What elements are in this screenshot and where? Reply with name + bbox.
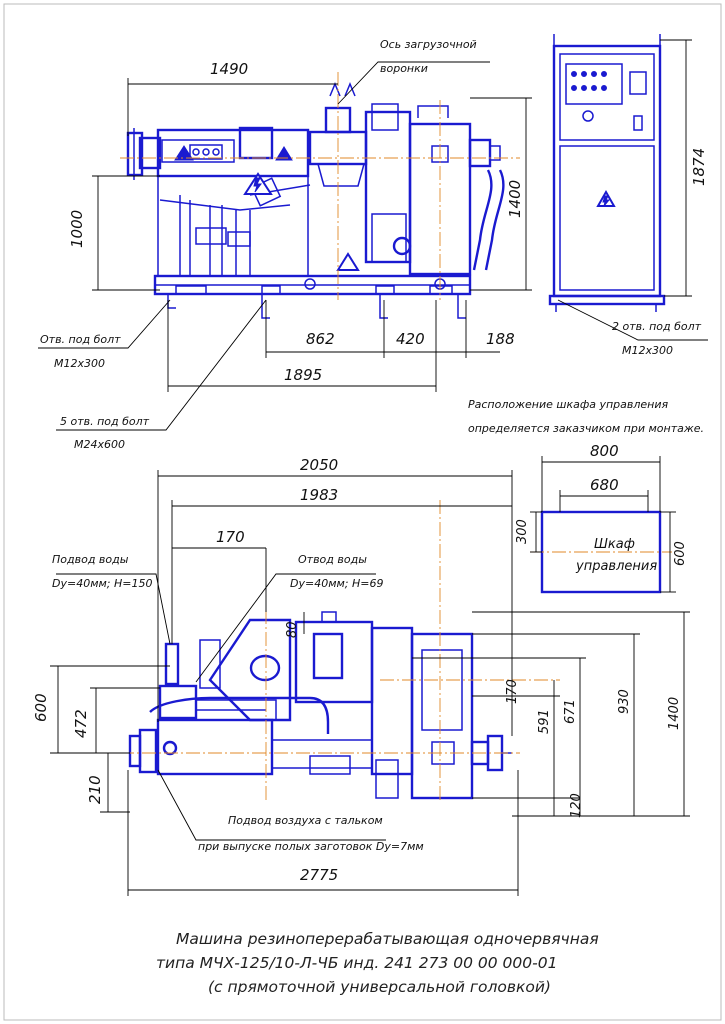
- cabinet-label-2: управления: [575, 559, 657, 574]
- funnel-axis-label-2: воронки: [380, 62, 428, 75]
- plan-view: 2050 1983 170 Подвод воды Dу=40мм; Н=150…: [32, 456, 690, 896]
- cabinet-bolt-label-1: 2 отв. под болт: [612, 320, 702, 333]
- cabinet-note-line-1: Расположение шкафа управления: [468, 398, 669, 411]
- cabinet-front-view: 1874 2 отв. под болт М12х300: [548, 34, 708, 357]
- warning-triangle-icon: [275, 146, 293, 161]
- dim-170-right: 170: [505, 679, 520, 704]
- bolt-hole-left-label-2: М12х300: [54, 357, 105, 370]
- title-line-3: (с прямоточной универсальной головкой): [208, 978, 551, 996]
- dim-862: 862: [306, 330, 335, 348]
- dim-1400-plan: 1400: [667, 697, 682, 730]
- dim-2775: 2775: [300, 866, 338, 884]
- air-note-line-1: Подвод воздуха с тальком: [228, 814, 383, 827]
- dim-1983: 1983: [300, 486, 338, 504]
- drawing-title: Машина резиноперерабатывающая одночервяч…: [156, 930, 599, 996]
- title-line-2: типа МЧХ-125/10-Л-ЧБ инд. 241 273 00 00 …: [156, 954, 557, 972]
- water-in-label-2: Dу=40мм; Н=150: [52, 577, 152, 590]
- dim-1000: 1000: [68, 210, 86, 248]
- bolt-holes-five-label-1: 5 отв. под болт: [60, 415, 150, 428]
- side-view: 1490 1000 1400 Ось загрузочной воронки О…: [38, 38, 532, 451]
- dim-600-plan: 600: [32, 693, 50, 722]
- heater-blocks: [189, 144, 223, 160]
- dim-600-cabinet: 600: [673, 541, 688, 566]
- dim-210: 210: [86, 775, 104, 804]
- dim-472: 472: [72, 709, 90, 738]
- dim-188: 188: [486, 330, 515, 348]
- dim-1490: 1490: [210, 60, 248, 78]
- dim-671: 671: [563, 699, 578, 724]
- dim-300: 300: [515, 519, 530, 544]
- dim-80: 80: [285, 621, 300, 638]
- cabinet-note-line-2: определяется заказчиком при монтаже.: [468, 422, 704, 435]
- bolt-symbol-icon: [253, 177, 262, 193]
- cabinet-plan-view: 800 680 300 600 Шкаф управления: [515, 442, 688, 594]
- dim-1874: 1874: [690, 148, 708, 186]
- cabinet-bolt-label-2: М12х300: [622, 344, 673, 357]
- water-in-label-1: Подвод воды: [52, 553, 129, 566]
- dim-591: 591: [537, 709, 552, 734]
- water-out-label-2: Dу=40мм; Н=69: [290, 577, 383, 590]
- bolt-holes-five-label-2: М24х600: [74, 438, 125, 451]
- dim-800: 800: [590, 442, 619, 460]
- warning-triangle-icon: [336, 252, 360, 271]
- water-out-label-1: Отвод воды: [298, 553, 367, 566]
- funnel-axis-label-1: Ось загрузочной: [380, 38, 477, 51]
- warning-triangle-icon: [174, 145, 194, 161]
- dim-930: 930: [617, 689, 632, 714]
- dim-2050: 2050: [300, 456, 338, 474]
- bolt-symbol-icon: [602, 195, 611, 207]
- dim-120: 120: [569, 793, 584, 818]
- bolt-hole-left-label-1: Отв. под болт: [40, 333, 121, 346]
- cabinet-label-1: Шкаф: [594, 537, 635, 552]
- sheet-border: [3, 3, 722, 1021]
- air-note-line-2: при выпуске полых заготовок Dу=7мм: [198, 840, 424, 853]
- dim-170-top: 170: [216, 528, 245, 546]
- dim-680: 680: [590, 476, 619, 494]
- title-line-1: Машина резиноперерабатывающая одночервяч…: [176, 930, 599, 948]
- dim-1400: 1400: [506, 180, 524, 218]
- dim-420: 420: [396, 330, 425, 348]
- dim-1895: 1895: [284, 366, 322, 384]
